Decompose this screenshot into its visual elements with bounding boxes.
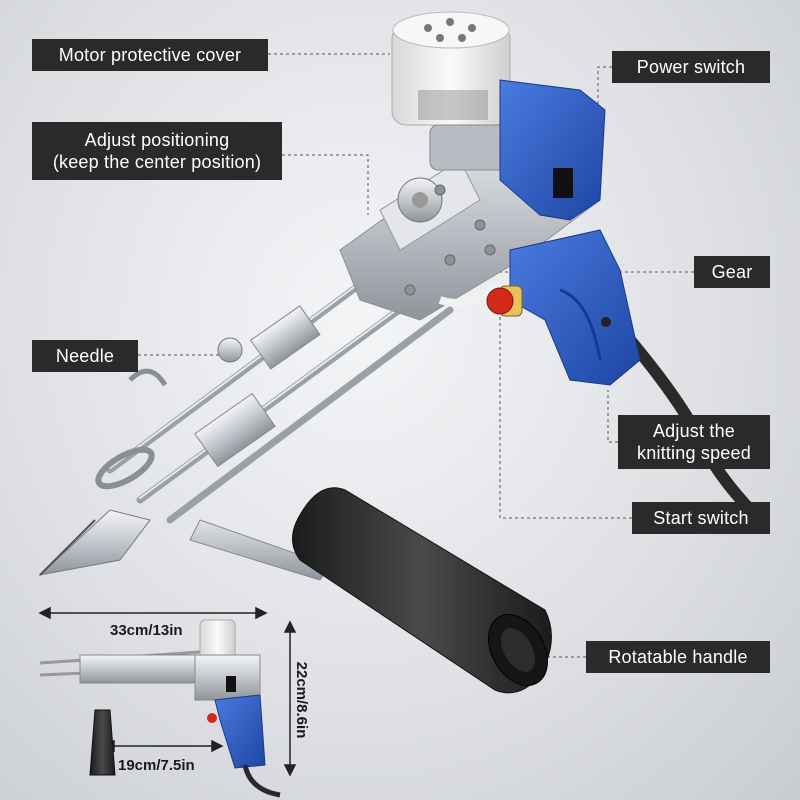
label-needle: Needle — [32, 340, 138, 372]
label-motor-cover: Motor protective cover — [32, 39, 268, 71]
label-knitting-speed: Adjust the knitting speed — [618, 415, 770, 469]
label-adjust-positioning: Adjust positioning (keep the center posi… — [32, 122, 282, 180]
dimension-height: 22cm/8.6in — [293, 661, 310, 739]
small-gun-view — [39, 619, 281, 798]
dimension-length: 33cm/13in — [110, 622, 183, 639]
label-power-switch: Power switch — [612, 51, 770, 83]
label-gear: Gear — [694, 256, 770, 288]
label-start-switch: Start switch — [632, 502, 770, 534]
label-rotatable-handle: Rotatable handle — [586, 641, 770, 673]
dimension-handle: 19cm/7.5in — [118, 757, 195, 774]
